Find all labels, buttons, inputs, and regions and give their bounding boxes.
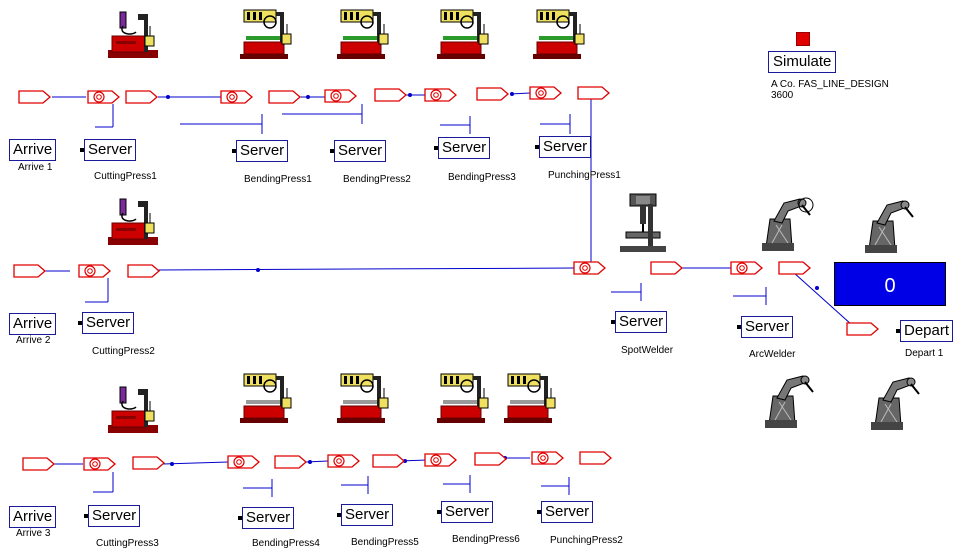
robot-arm-icon: [762, 198, 813, 251]
server-label-arcwelder: ArcWelder: [749, 349, 796, 360]
project-info: A Co. FAS_LINE_DESIGN 3600: [771, 79, 889, 101]
bending-press-icon: [336, 9, 389, 60]
depart-module[interactable]: Depart: [896, 320, 954, 342]
bending-press-icon: [239, 9, 292, 60]
server-label-spotwelder: SpotWelder: [621, 345, 674, 356]
server-module-spotwelder[interactable]: Server: [611, 311, 668, 333]
simulate-button[interactable]: Simulate: [768, 51, 837, 73]
server-module-cuttingpress3[interactable]: Server: [84, 505, 141, 527]
server-module-arcwelder[interactable]: Server: [737, 316, 794, 338]
server-module-bendingpress3[interactable]: Server: [434, 137, 491, 159]
arrive-label-2: Arrive 2: [16, 335, 51, 346]
server-label-cuttingpress2: CuttingPress2: [92, 346, 155, 357]
arrive-label-1: Arrive 1: [18, 162, 53, 173]
robot-arm-icon: [870, 377, 920, 431]
bending-press-icon: [436, 373, 489, 424]
simulate-indicator-icon: [796, 32, 810, 46]
server-label-punchingpress1: PunchingPress1: [548, 170, 621, 181]
arrive-module-2[interactable]: Arrive: [9, 313, 57, 335]
server-module-punchingpress1[interactable]: Server: [535, 136, 592, 158]
cutting-press-icon: [107, 198, 159, 246]
server-module-cuttingpress2[interactable]: Server: [78, 312, 135, 334]
depart-label: Depart 1: [905, 348, 944, 359]
server-label-bendingpress3: BendingPress3: [448, 172, 516, 183]
project-title: A Co. FAS_LINE_DESIGN: [771, 79, 889, 90]
server-label-bendingpress1: BendingPress1: [244, 174, 312, 185]
server-label-bendingpress5: BendingPress5: [351, 537, 419, 548]
bending-press-icon: [532, 9, 585, 60]
server-label-cuttingpress1: CuttingPress1: [94, 171, 157, 182]
arrive-label-3: Arrive 3: [16, 528, 51, 539]
server-label-cuttingpress3: CuttingPress3: [96, 538, 159, 549]
output-counter: 0: [834, 262, 946, 306]
arrive-module-3[interactable]: Arrive: [9, 506, 57, 528]
drill-press-icon: [619, 193, 667, 253]
cutting-press-icon: [107, 386, 159, 434]
bending-press-icon: [336, 373, 389, 424]
run-length: 3600: [771, 90, 794, 101]
server-label-punchingpress2: PunchingPress2: [550, 535, 623, 546]
server-module-cuttingpress1[interactable]: Server: [80, 139, 137, 161]
robot-arm-icon: [864, 200, 914, 254]
server-module-bendingpress5[interactable]: Server: [337, 504, 394, 526]
bending-press-icon: [239, 373, 292, 424]
server-label-bendingpress2: BendingPress2: [343, 174, 411, 185]
resource-links: [85, 104, 767, 497]
server-module-bendingpress6[interactable]: Server: [437, 501, 494, 523]
cutting-press-icon: [107, 11, 159, 59]
arrive-module-1[interactable]: Arrive: [9, 139, 57, 161]
server-module-punchingpress2[interactable]: Server: [537, 501, 594, 523]
server-module-bendingpress2[interactable]: Server: [330, 140, 387, 162]
server-module-bendingpress1[interactable]: Server: [232, 140, 289, 162]
bending-press-icon: [436, 9, 489, 60]
server-label-bendingpress4: BendingPress4: [252, 538, 320, 549]
bending-press-icon: [503, 373, 556, 424]
robot-arm-icon: [764, 375, 814, 429]
counter-value: 0: [884, 275, 896, 297]
server-label-bendingpress6: BendingPress6: [452, 534, 520, 545]
server-module-bendingpress4[interactable]: Server: [238, 507, 295, 529]
